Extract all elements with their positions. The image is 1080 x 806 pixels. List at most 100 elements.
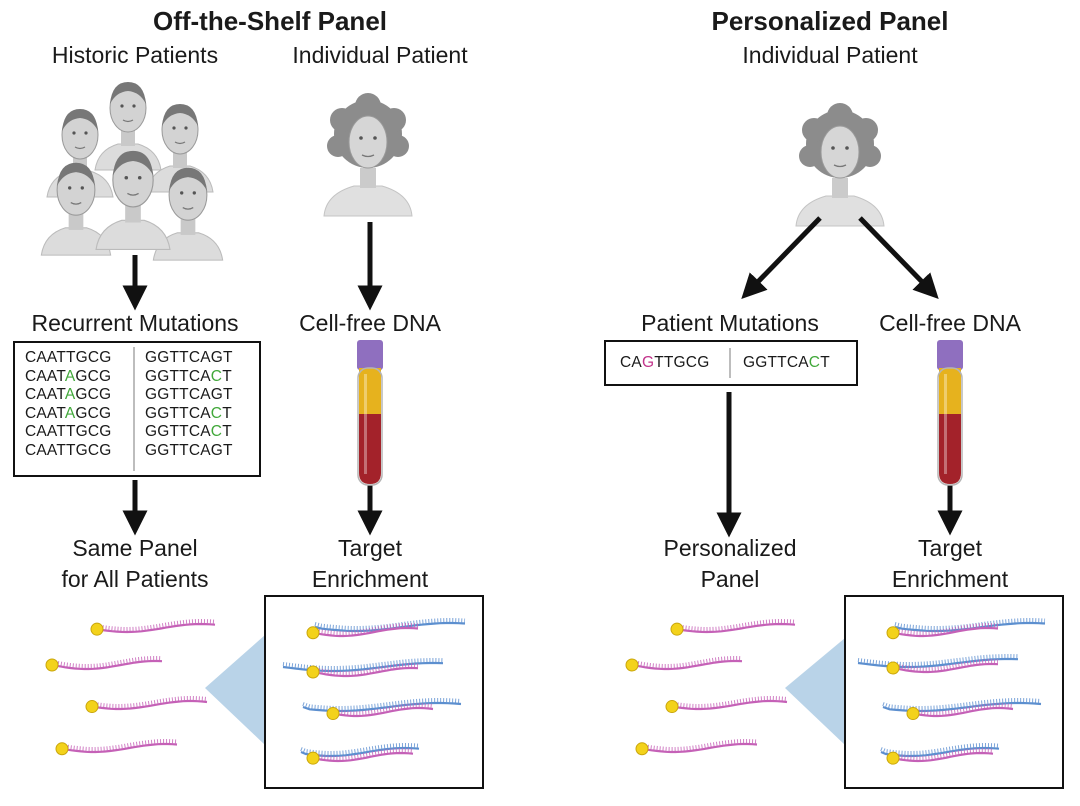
bead-icon (45, 658, 59, 672)
same-panel-line2: for All Patients (61, 566, 209, 592)
probe-target-duplex-icon (282, 658, 444, 679)
probe-icon (670, 618, 796, 636)
bead-icon (635, 742, 649, 756)
probe-icon (45, 656, 163, 672)
bead-icon (886, 626, 900, 640)
target-enrichment-line2-right: Enrichment (891, 566, 1009, 592)
probe-target-duplex-icon (882, 698, 1042, 721)
sequence-row: GGTTCAGT (145, 386, 233, 404)
enrichment-box-right (844, 595, 1064, 789)
probe-strand (671, 696, 788, 711)
probe-strand (892, 659, 999, 674)
blood-tube-icon-right (936, 339, 964, 486)
sequence-row: CAATAGCG (25, 404, 112, 422)
patient-mutations-box: CAGTTGCG GGTTCACT (604, 340, 858, 386)
sequence-row: CAATTGCG (25, 441, 112, 459)
target-enrichment-line1-left: Target (338, 535, 402, 561)
probe-strand (676, 618, 796, 634)
patient-mutations-label: Patient Mutations (641, 310, 819, 336)
sequence-row: CAATAGCG (25, 367, 112, 385)
cfdna-label-right: Cell-free DNA (879, 310, 1021, 336)
probe-strand (96, 618, 216, 634)
personalized-line2: Panel (700, 566, 760, 592)
patient-sequence-divider (729, 348, 731, 378)
patient-sequence: GGTTCACT (743, 354, 830, 371)
sequence-row: GGTTCAGT (145, 349, 233, 366)
sequence-row: CAATAGCG (25, 386, 112, 404)
probe-target-duplex-icon (886, 618, 1046, 640)
probe-icon (90, 618, 216, 636)
blood-tube-icon-left (356, 339, 384, 486)
probe-strand (912, 703, 1014, 718)
probe-icon (55, 739, 178, 756)
bead-icon (306, 626, 320, 640)
sequence-row: CAATTGCG (25, 349, 112, 366)
group-of-people-icon (40, 81, 224, 261)
bead-icon (665, 700, 679, 714)
arrow-patient-to-mutations (741, 216, 822, 299)
zoom-wedge-right (785, 638, 845, 745)
same-panel-line1: Same Panel (72, 535, 198, 561)
bead-icon (326, 707, 340, 721)
bead-icon (55, 742, 69, 756)
probe-strand (631, 656, 743, 671)
probe-strand (892, 623, 999, 638)
bead-icon (306, 751, 320, 765)
target-enrichment-line2-left: Enrichment (311, 566, 429, 592)
probe-icon (635, 739, 758, 756)
sequence-row: CAATTGCG (25, 423, 112, 441)
enrichment-box-left (264, 595, 484, 789)
probe-strand (641, 739, 758, 754)
probe-strand (892, 747, 994, 763)
probe-strand (51, 656, 163, 671)
probe-icon (85, 696, 208, 714)
personalized-line1: Personalized (663, 535, 797, 561)
probe-strand (312, 623, 419, 638)
cfdna-label-left: Cell-free DNA (299, 310, 441, 336)
probe-strand (61, 739, 178, 754)
bead-icon (886, 751, 900, 765)
probe-target-duplex-icon (302, 698, 462, 721)
sequence-divider (133, 347, 135, 471)
sequence-row: GGTTCAGT (145, 441, 233, 459)
arrow-patient-to-cfdna-right (858, 216, 939, 299)
probe-target-duplex-icon (300, 742, 420, 765)
individual-patient-label-right: Individual Patient (742, 42, 918, 68)
bead-icon (670, 622, 684, 636)
patient-sequence-left: CAGTTGCG (620, 354, 709, 373)
probe-strand (312, 747, 414, 763)
target-enrichment-line1-right: Target (918, 535, 982, 561)
sequence-row: GGTTCACT (145, 367, 232, 385)
bead-icon (625, 658, 639, 672)
patient-sequence: CAGTTGCG (620, 354, 710, 371)
probe-target-duplex-icon (880, 742, 1000, 765)
probe-icon (625, 656, 743, 672)
bead-icon (90, 622, 104, 636)
zoom-wedge-left (205, 635, 265, 745)
patient-portrait-icon-right (795, 102, 885, 227)
off-the-shelf-title: Off-the-Shelf Panel (152, 6, 387, 36)
sequence-row: GGTTCACT (145, 423, 232, 441)
probe-icon (665, 696, 788, 714)
patient-portrait-icon-left (323, 92, 413, 217)
bead-icon (85, 700, 99, 714)
bead-icon (906, 707, 920, 721)
recurrent-mutations-label: Recurrent Mutations (31, 310, 239, 336)
individual-patient-label-left: Individual Patient (292, 42, 468, 68)
personalized-panel-title: Personalized Panel (711, 6, 949, 36)
probe-strand (332, 703, 434, 718)
bead-icon (886, 661, 900, 675)
patient-sequence-right: GGTTCACT (743, 354, 830, 373)
probe-strand (312, 663, 419, 678)
bead-icon (306, 665, 320, 679)
flow-arrows (122, 216, 963, 538)
sequence-row: GGTTCACT (145, 404, 232, 422)
probe-strand (91, 696, 208, 711)
probe-target-duplex-icon (857, 654, 1019, 675)
probe-target-duplex-icon (306, 618, 466, 640)
historic-patients-label: Historic Patients (51, 42, 219, 68)
